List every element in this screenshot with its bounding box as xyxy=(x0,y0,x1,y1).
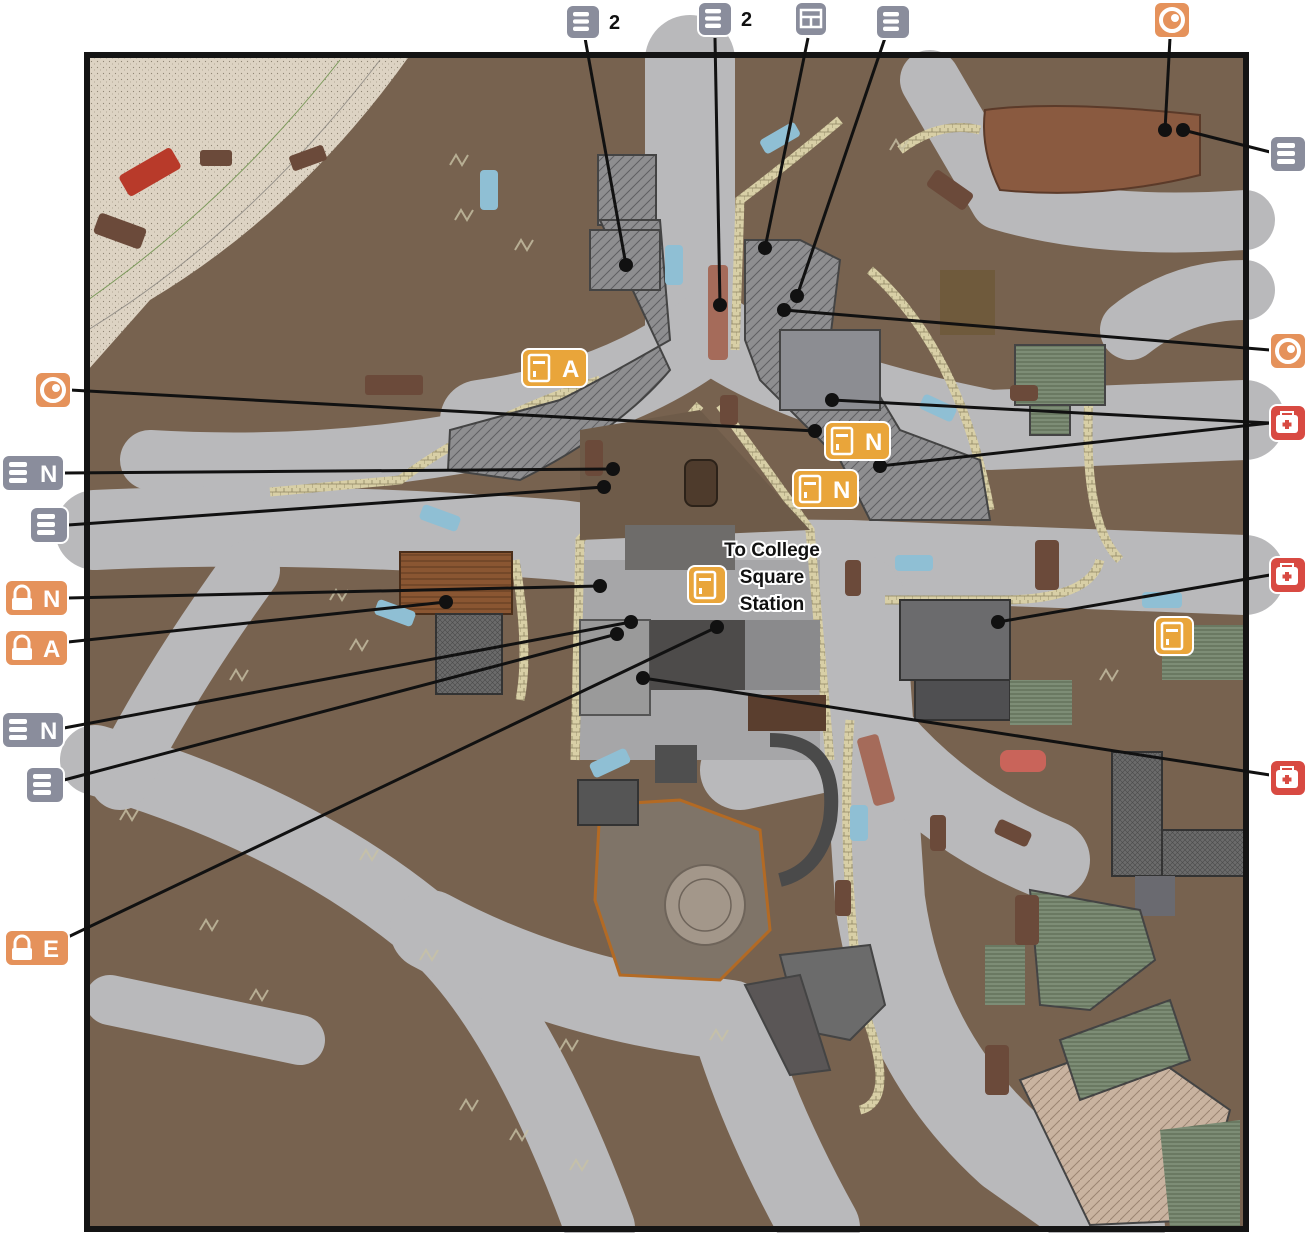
workbench-icon xyxy=(1159,7,1185,33)
marker-label: N xyxy=(40,718,57,745)
door-icon xyxy=(830,426,854,456)
cabinet-icon xyxy=(573,12,589,31)
marker-storage-left-n1[interactable]: N xyxy=(1,454,65,492)
cabinet-icon xyxy=(1277,143,1295,164)
loot-badge xyxy=(792,469,859,509)
marker-loot-n2[interactable]: N xyxy=(792,469,859,509)
marker-label: A xyxy=(43,636,60,663)
parking-ring xyxy=(769,733,839,887)
cabinet-icon xyxy=(883,12,899,31)
marker-loot-right[interactable] xyxy=(1154,616,1194,656)
marker-workbench-left[interactable] xyxy=(34,371,72,409)
medkit-icon xyxy=(1276,766,1298,788)
station-label: To College Square Station xyxy=(722,538,822,617)
marker-label: A xyxy=(562,356,579,383)
padlock-icon xyxy=(12,934,32,960)
leader-dots xyxy=(439,123,1190,685)
marker-medical-right-2[interactable] xyxy=(1269,556,1307,594)
station-label-line-2: Square xyxy=(740,567,804,588)
loot-badge xyxy=(687,565,727,605)
bushes xyxy=(119,138,1119,1172)
cabinet-icon xyxy=(37,514,55,535)
highway xyxy=(88,55,410,370)
cabinet-icon xyxy=(9,719,27,740)
marker-storage-top-2[interactable]: 2 xyxy=(697,1,752,37)
medkit-icon xyxy=(1276,563,1298,585)
door-icon xyxy=(527,353,551,383)
leader-lines xyxy=(63,37,1271,939)
marker-loot-a[interactable]: A xyxy=(521,348,588,388)
marker-storage-right-1[interactable] xyxy=(1269,135,1307,173)
padlock-icon xyxy=(12,634,32,660)
marker-label: N xyxy=(40,461,57,488)
door-icon xyxy=(693,570,717,600)
marker-medical-right-3[interactable] xyxy=(1269,759,1307,797)
marker-storage-left-1[interactable] xyxy=(29,506,69,544)
marker-loot-n1[interactable]: N xyxy=(824,421,891,461)
marker-locked-left-n[interactable]: N xyxy=(4,579,69,617)
marker-label: E xyxy=(43,936,59,963)
loot-badge xyxy=(1154,616,1194,656)
workbench-icon xyxy=(40,377,66,403)
loot-badge xyxy=(521,348,588,388)
marker-storage-top-1[interactable]: 2 xyxy=(565,4,620,40)
cabinet-icon xyxy=(9,462,27,483)
map-frame xyxy=(84,52,1249,1232)
marker-workbench-right[interactable] xyxy=(1269,332,1307,370)
cars xyxy=(93,122,1182,1095)
marker-medical-right-1[interactable] xyxy=(1269,404,1307,442)
padlock-icon xyxy=(12,584,32,610)
marker-storage-top-3[interactable] xyxy=(875,4,911,40)
marker-label: 2 xyxy=(741,9,752,31)
marker-workbench-top[interactable] xyxy=(1153,1,1191,39)
marker-label: N xyxy=(833,477,850,504)
marker-terminal-top[interactable] xyxy=(794,1,828,37)
medkit-icon xyxy=(1276,411,1298,433)
marker-locked-left-a[interactable]: A xyxy=(4,629,69,667)
marker-storage-left-n2[interactable]: N xyxy=(1,711,65,749)
marker-locked-left-e[interactable]: E xyxy=(4,929,70,967)
marker-label: N xyxy=(865,429,882,456)
loot-badge xyxy=(824,421,891,461)
station-label-line-1: To College xyxy=(724,540,820,561)
buildings xyxy=(399,105,1245,1228)
cabinet-icon xyxy=(705,9,721,28)
station-label-line-3: Station xyxy=(740,594,804,615)
marker-label: N xyxy=(43,586,60,613)
marker-storage-left-2[interactable] xyxy=(25,766,65,804)
door-icon xyxy=(1160,621,1184,651)
marker-label: 2 xyxy=(609,12,620,34)
terminal-icon xyxy=(799,8,823,29)
door-icon xyxy=(798,474,822,504)
workbench-icon xyxy=(1275,338,1301,364)
marker-loot-station[interactable] xyxy=(687,565,727,605)
cabinet-icon xyxy=(33,774,51,795)
